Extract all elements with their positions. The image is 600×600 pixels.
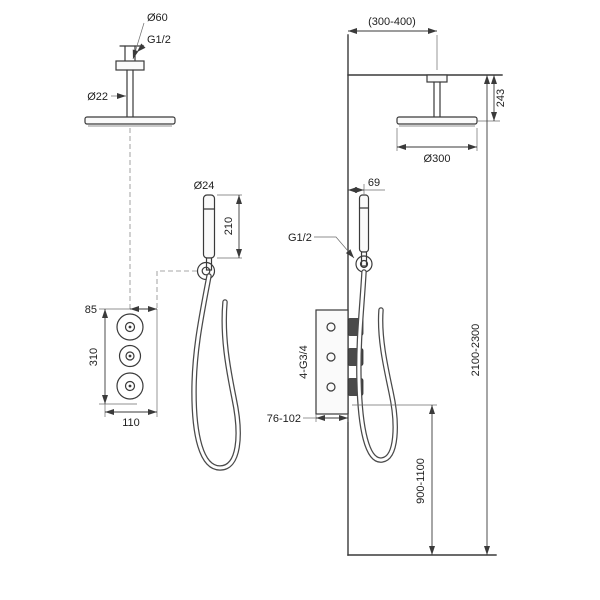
ceiling-arm-side (396, 74, 478, 127)
hand-shower-side (355, 194, 373, 273)
valve-knob-top (116, 313, 144, 341)
dim-label-top-thread: G1/2 (147, 34, 171, 46)
reference-dashed-link (156, 270, 197, 309)
ceiling-flange (115, 60, 145, 71)
dim-label-handshower-length: 210 (223, 217, 235, 235)
dim-ceiling-height: 2100-2300 (470, 75, 490, 555)
dim-valve-height: 310 (88, 309, 137, 405)
rain-head-front (84, 116, 176, 127)
dim-label-valve-connections: 4-G3/4 (298, 345, 310, 379)
dim-label-valve-depth: 76-102 (267, 413, 301, 425)
valve-body (315, 309, 349, 415)
room-outline (347, 34, 503, 556)
dim-label-valve-height-from-floor: 900-1100 (415, 458, 427, 504)
dim-label-head-diameter: Ø300 (424, 153, 451, 165)
ceiling-flange-side (426, 74, 448, 83)
rain-head-side (396, 116, 478, 125)
dim-head-drop: 243 (477, 75, 507, 122)
dim-label-outlet-thread: G1/2 (288, 232, 312, 244)
dim-label-valve-height: 310 (88, 348, 100, 366)
side-view: (300-400) 243 Ø300 69 (267, 16, 507, 556)
dim-label-pipe-diameter: Ø22 (87, 91, 108, 103)
handshower-tip-side (360, 251, 368, 267)
dim-pipe-diameter: Ø22 (87, 91, 126, 103)
dim-head-diameter: Ø300 (396, 128, 478, 165)
hand-shower-front: Ø24 (194, 180, 216, 281)
dim-label-handshower-diameter: Ø24 (194, 180, 215, 192)
valve-knob-middle (118, 344, 142, 368)
dim-label-handshower-from-wall: 69 (368, 177, 380, 189)
dim-valve-width: 110 (104, 404, 157, 429)
dim-valve-height-from-floor: 900-1100 (352, 404, 437, 555)
dim-label-valve-width: 110 (122, 417, 140, 429)
dim-top-thread: G1/2 (136, 34, 171, 53)
front-view: Ø60 G1/2 Ø22 Ø24 210 (84, 12, 242, 471)
dim-valve-depth: 76-102 (267, 413, 349, 425)
rain-head-disc (84, 116, 176, 125)
dim-handshower-from-wall: 69 (348, 177, 385, 194)
dim-handshower-length: 210 (217, 194, 242, 259)
dim-arm-from-wall: (300-400) (348, 16, 438, 70)
valve-front (116, 313, 144, 400)
ceiling-arm-front (115, 45, 145, 118)
valve-side (315, 309, 364, 415)
shower-hose-front (191, 273, 241, 471)
dim-label-flange-diameter: Ø60 (147, 12, 168, 24)
dim-valve-offset: 85 (85, 304, 157, 316)
shower-hose-side (356, 269, 398, 463)
dim-label-arm-from-wall: (300-400) (368, 16, 416, 28)
dim-head-flange-diameter: Ø60 (132, 12, 168, 60)
valve-knob-bottom (116, 372, 144, 400)
dim-label-ceiling-height: 2100-2300 (470, 324, 482, 377)
dim-label-head-drop: 243 (495, 89, 507, 107)
handshower-wand (202, 194, 216, 259)
dim-outlet-thread: G1/2 (288, 232, 355, 259)
handshower-wand-side (358, 194, 370, 253)
dim-label-valve-offset: 85 (85, 304, 97, 316)
